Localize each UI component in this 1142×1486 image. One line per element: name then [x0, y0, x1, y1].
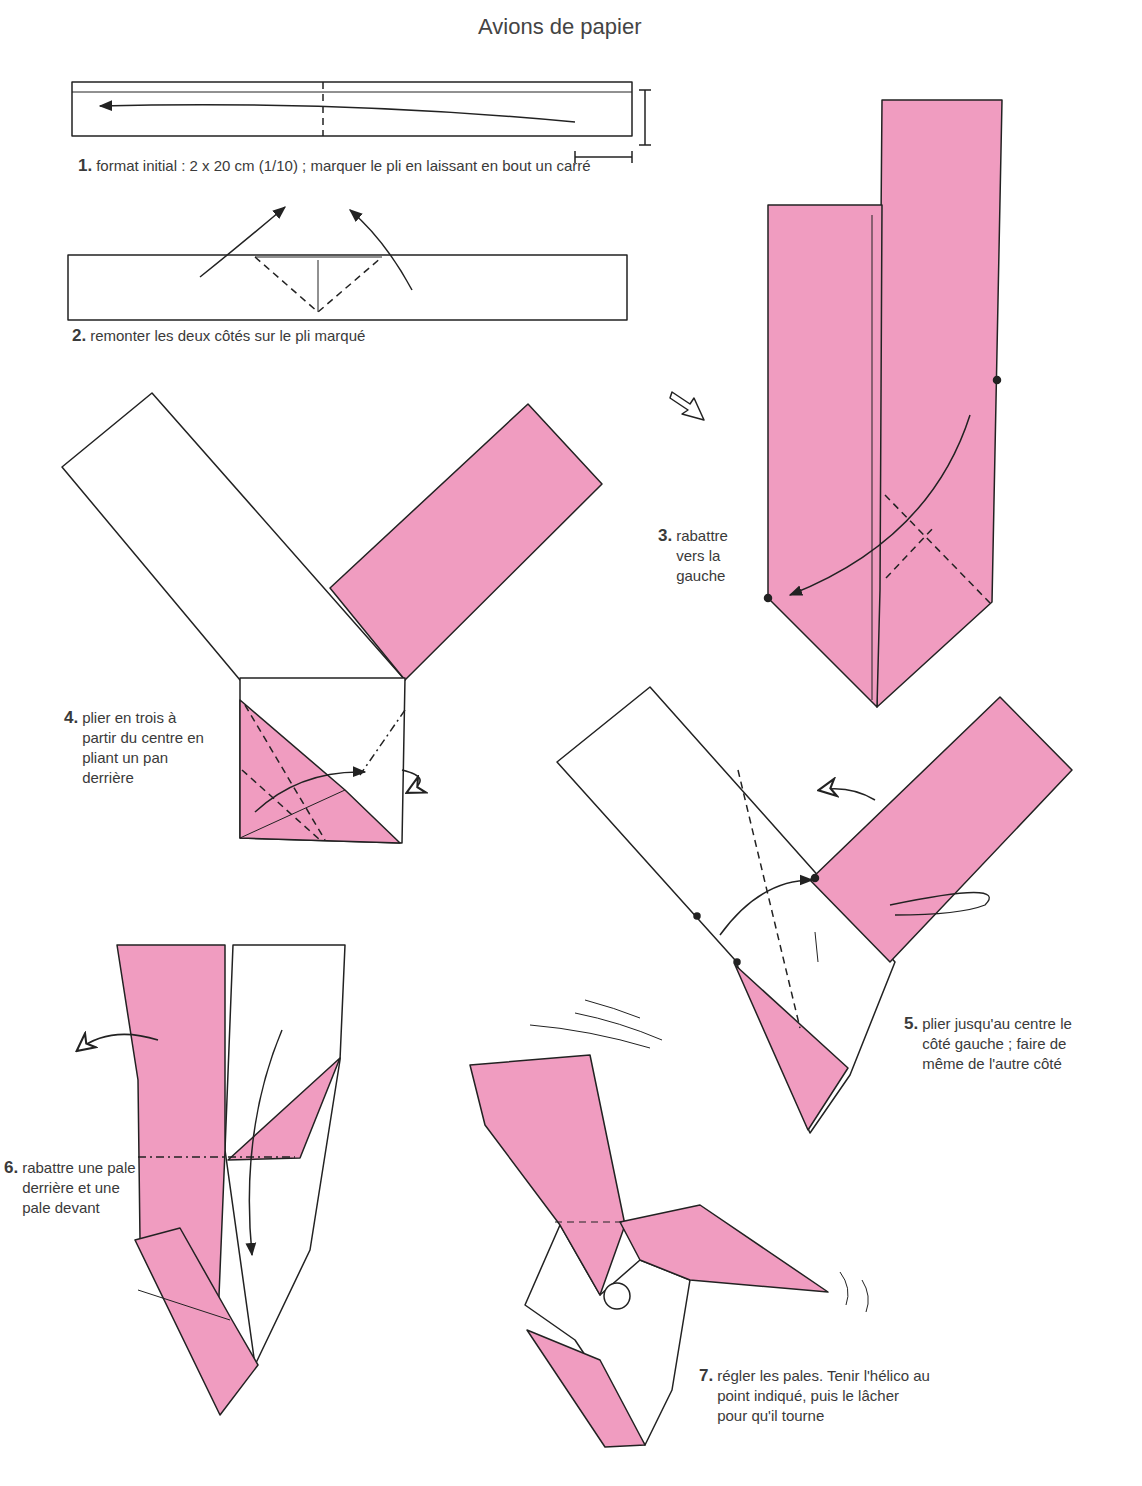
step-text: remonter les deux côtés sur le pli marqu…	[90, 326, 610, 346]
step-text: plier jusqu'au centre le côté gauche ; f…	[922, 1014, 1082, 1074]
paper-strip	[68, 207, 627, 320]
step-instruction: 2.remonter les deux côtés sur le pli mar…	[72, 326, 610, 346]
folded-strip	[765, 100, 1003, 707]
step-number: 6.	[4, 1158, 18, 1178]
step-text: rabattre vers la gauche	[676, 526, 754, 586]
step-instruction: 7.régler les pales. Tenir l'hélico au po…	[699, 1366, 932, 1426]
step-text: régler les pales. Tenir l'hélico au poin…	[717, 1366, 932, 1426]
step-instruction: 3.rabattre vers la gauche	[658, 526, 754, 586]
page-title: Avions de papier	[478, 14, 642, 40]
step-number: 7.	[699, 1366, 713, 1386]
step-text: format initial : 2 x 20 cm (1/10) ; marq…	[96, 156, 736, 176]
step-text: plier en trois à partir du centre en pli…	[82, 708, 212, 788]
step-number: 1.	[78, 156, 92, 176]
next-arrow	[670, 392, 704, 420]
step-number: 4.	[64, 708, 78, 728]
step-number: 5.	[904, 1014, 918, 1034]
step-number: 3.	[658, 526, 672, 546]
step-text: rabattre une pale derrière et une pale d…	[22, 1158, 144, 1218]
step-instruction: 1.format initial : 2 x 20 cm (1/10) ; ma…	[78, 156, 736, 176]
step-instruction: 6.rabattre une pale derrière et une pale…	[4, 1158, 144, 1218]
step-instruction: 4.plier en trois à partir du centre en p…	[64, 708, 212, 788]
folded-strip	[62, 393, 602, 843]
step-number: 2.	[72, 326, 86, 346]
paper-strip	[72, 82, 651, 163]
step-instruction: 5.plier jusqu'au centre le côté gauche ;…	[904, 1014, 1082, 1074]
